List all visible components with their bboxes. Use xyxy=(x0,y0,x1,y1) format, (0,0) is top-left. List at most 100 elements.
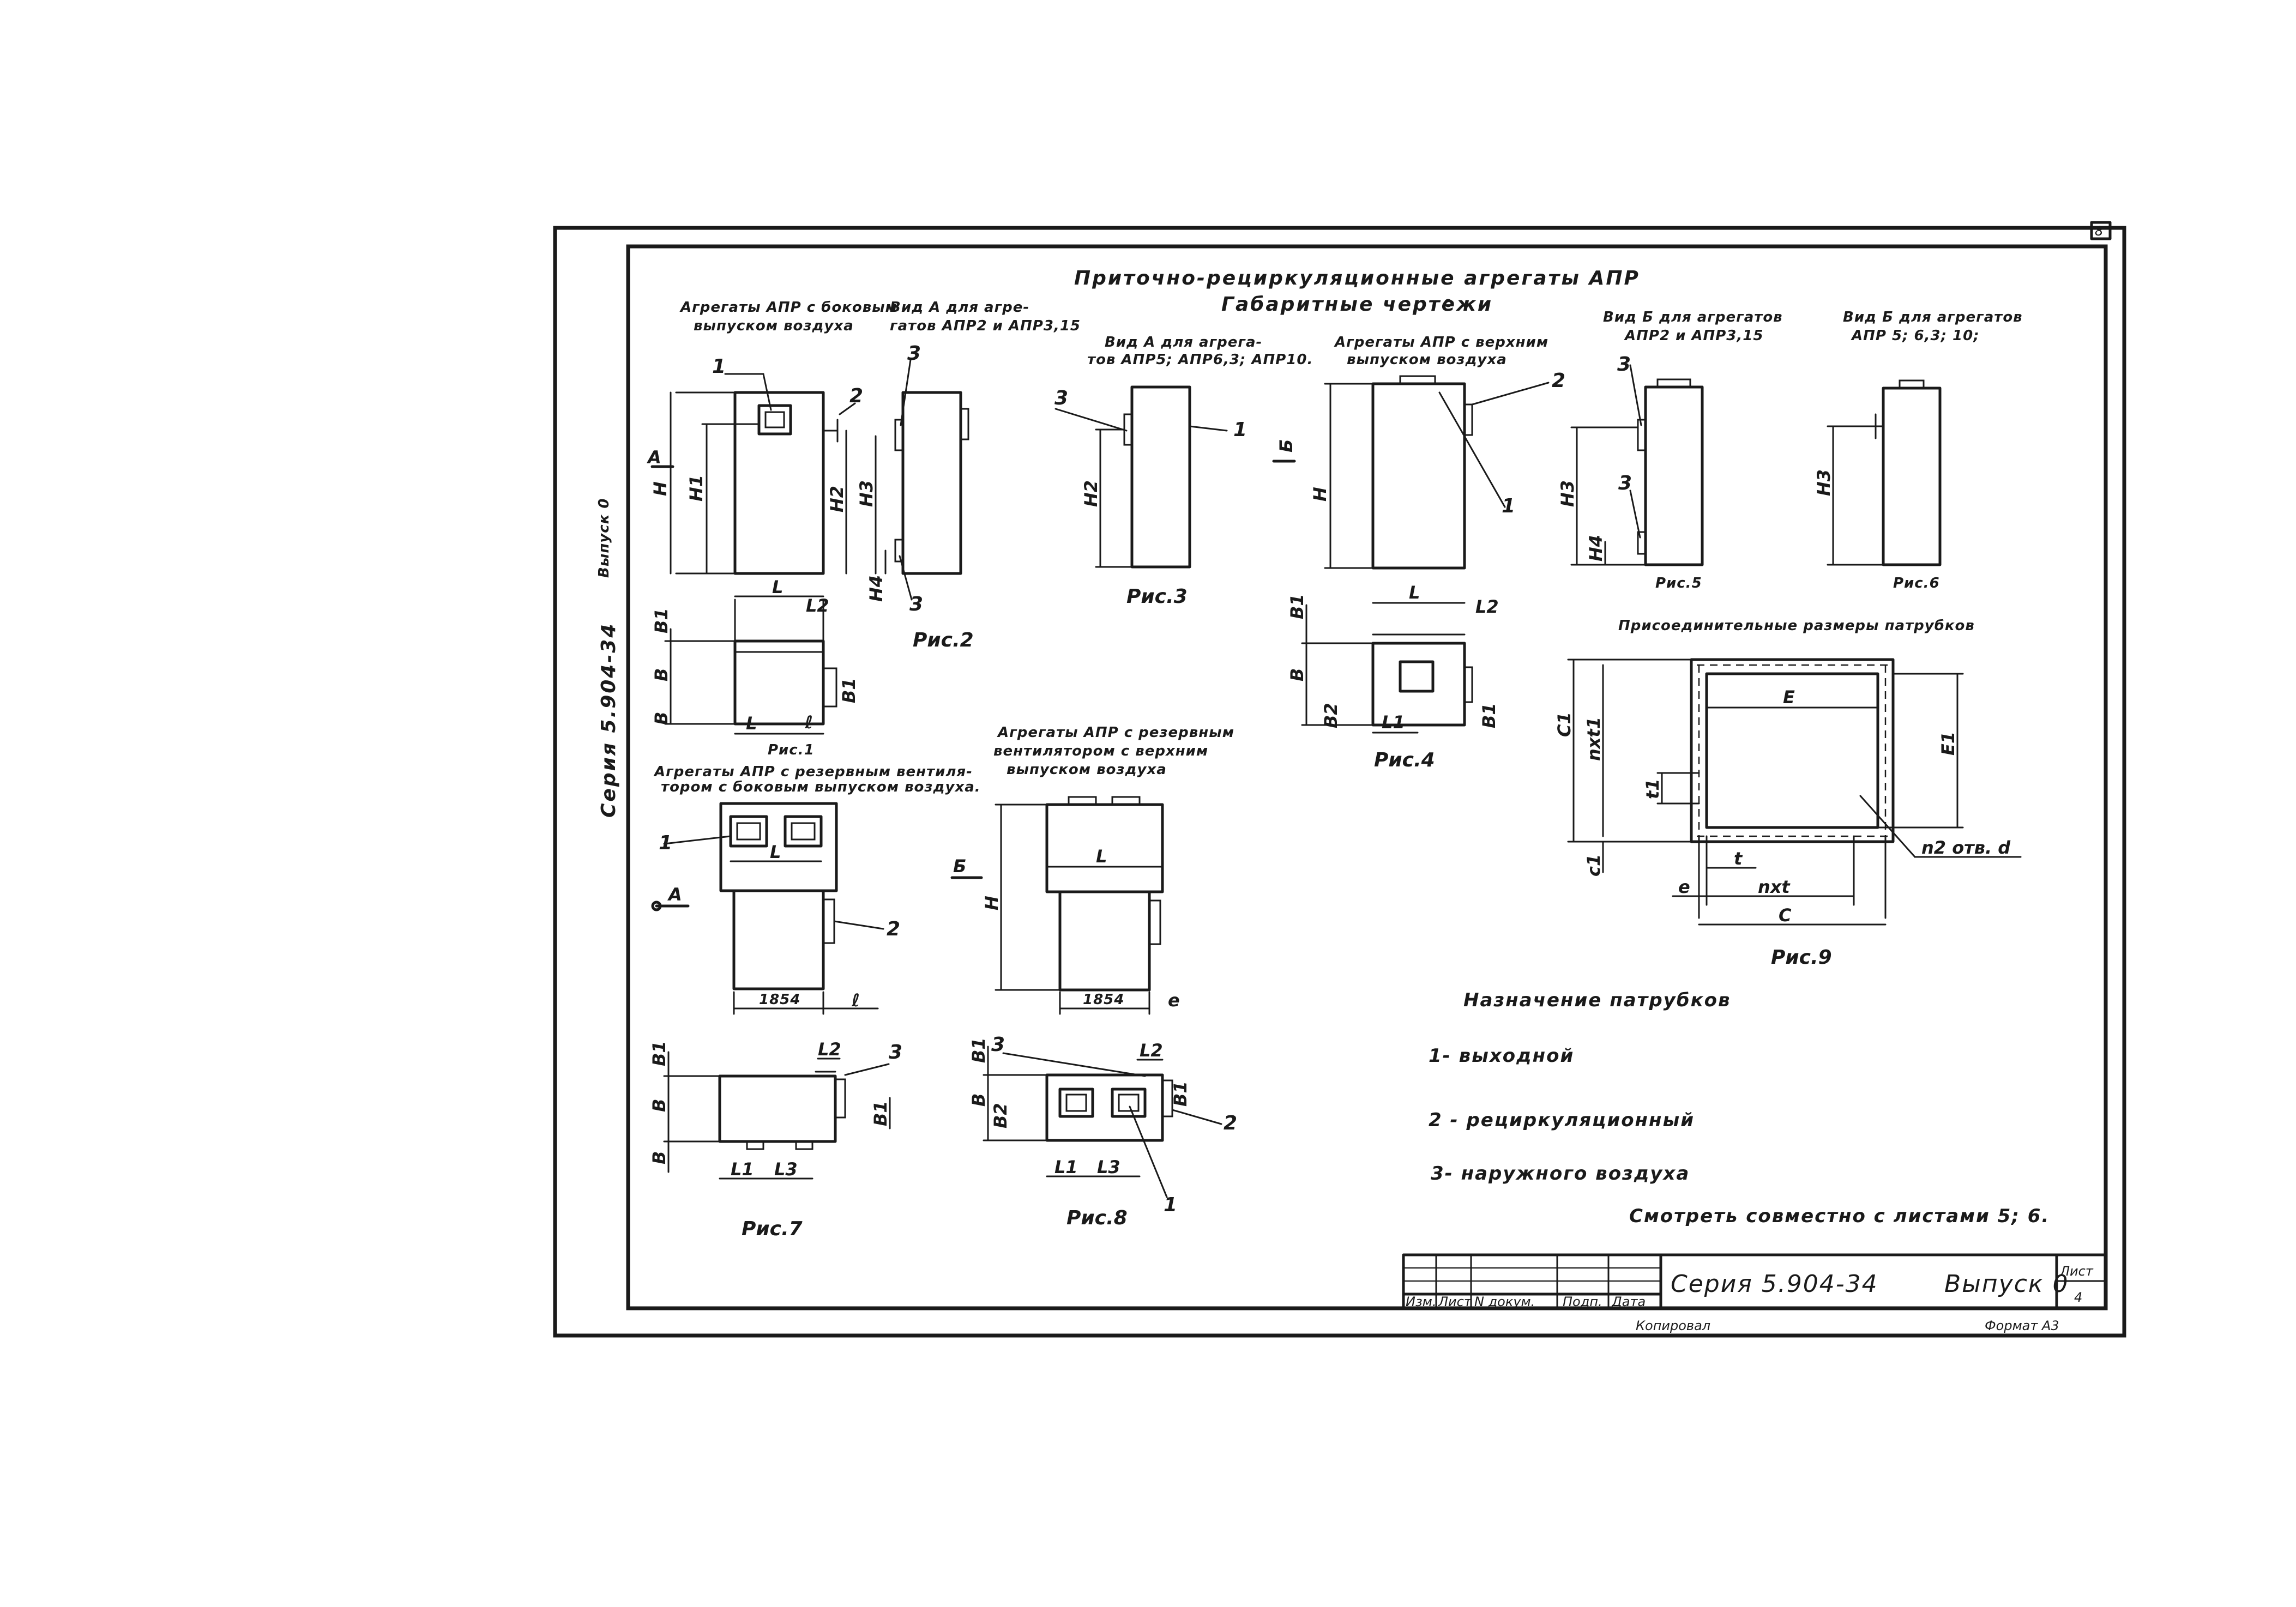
fig6-body xyxy=(1882,386,1942,566)
fig4-plan-pipe xyxy=(1463,666,1473,703)
fig6-top-outlet xyxy=(1899,379,1925,389)
fig3-caption-b: тов АПР5; АПР6,3; АПР10. xyxy=(1087,352,1313,368)
fig4-plan-outlet xyxy=(1399,660,1435,693)
fig2-label-h3: H3 xyxy=(856,480,877,507)
fig8-label-l: L xyxy=(1096,846,1107,867)
tb-col-data: Дата xyxy=(1611,1294,1646,1309)
fig1-label-b1-side: B1 xyxy=(839,678,859,703)
fig8-label-l3: L3 xyxy=(1097,1157,1120,1177)
fig3-label-h2: H2 xyxy=(1081,480,1101,507)
fig6-label: Рис.6 xyxy=(1893,575,1940,591)
fig8-plan-outlet-1-inner xyxy=(1065,1094,1087,1112)
fig9-label-c: C xyxy=(1779,905,1792,926)
tb-format: Формат А3 xyxy=(1985,1318,2059,1333)
fig2-caption-b: гатов АПР2 и АПР3,15 xyxy=(890,318,1081,334)
fig1-caption-b: выпуском воздуха xyxy=(694,318,854,334)
side-series-text: Серия 5.904-34 xyxy=(598,623,620,818)
fig1-callout-2: 2 xyxy=(849,385,863,407)
fig8-plan-pipe xyxy=(1161,1079,1173,1117)
fig1-label-h1: H1 xyxy=(686,475,707,502)
fig3-callout-1: 1 xyxy=(1233,419,1247,441)
tb-col-ndokum: N докум. xyxy=(1474,1294,1535,1309)
fig7-label-l: L xyxy=(770,842,781,862)
fig2-pipe-right xyxy=(960,408,969,440)
side-series-label: Серия 5.904-34 xyxy=(598,623,620,818)
fig1-outlet-1-inner xyxy=(764,411,785,428)
fig8-callout-1: 1 xyxy=(1164,1194,1177,1216)
fig1-label-l2: L2 xyxy=(806,595,829,616)
fig4-label: Рис.4 xyxy=(1374,749,1435,771)
fig4-callout-1: 1 xyxy=(1502,495,1515,517)
fig7-label-b1-side: B1 xyxy=(870,1101,891,1126)
fig8-caption-b: вентилятором с верхним xyxy=(993,743,1208,759)
fig6-label-h3: H3 xyxy=(1813,469,1834,496)
fig8-callout-2: 2 xyxy=(1224,1112,1237,1134)
fig8-side-pipe xyxy=(1148,899,1161,945)
fig9-caption: Присоединительные размеры патрубков xyxy=(1618,618,1975,634)
fig1-label-b1-top: B1 xyxy=(651,608,672,633)
fig5-caption-a: Вид Б для агрегатов xyxy=(1603,309,1783,325)
fig8-caption-a: Агрегаты АПР с резервным xyxy=(997,724,1234,741)
tb-col-izm: Изм. xyxy=(1406,1294,1436,1309)
fig2-caption-a: Вид А для агре- xyxy=(890,299,1029,316)
fig9-flange-outer xyxy=(1690,658,1895,843)
sheet-outer-frame xyxy=(553,226,2126,1338)
legend-item-1: 1- выходной xyxy=(1429,1045,1574,1067)
legend-item-3: 3- наружного воздуха xyxy=(1431,1163,1690,1185)
fig8-label-e: e xyxy=(1168,990,1180,1011)
fig5-body xyxy=(1644,385,1704,566)
fig9-label-nxt: nxt xyxy=(1758,877,1791,897)
fig9-label-e: E xyxy=(1783,687,1795,708)
fig8-label-h: H xyxy=(981,896,1002,910)
legend-item-2: 2 - рециркуляционный xyxy=(1429,1109,1695,1131)
fig4-label-b1-side: B1 xyxy=(1479,703,1499,728)
fig4-label-l2: L2 xyxy=(1475,596,1499,617)
fig7-label-l2: L2 xyxy=(818,1039,841,1060)
fig5-label-h3: H3 xyxy=(1557,480,1578,507)
fig4-label-h: H xyxy=(1310,487,1330,502)
fig3-caption-a: Вид А для агрега- xyxy=(1105,334,1262,351)
fig8-label-b: B xyxy=(968,1094,989,1107)
fig7-outlet-1 xyxy=(729,815,768,848)
fig8-label-b1: B1 xyxy=(968,1037,989,1063)
fig4-label-l: L xyxy=(1409,582,1420,603)
fig7-label-l1: L1 xyxy=(731,1159,754,1180)
fig5-pipe-lower xyxy=(1637,531,1647,555)
fig4-section-b: Б xyxy=(1276,439,1297,452)
fig9-label-nxt1: nxt1 xyxy=(1583,717,1604,761)
fig7-label-b1: B1 xyxy=(649,1041,670,1066)
fig4-callout-2: 2 xyxy=(1552,370,1565,392)
fig8-plan-outlet-2-inner xyxy=(1118,1094,1140,1112)
fig2-pipe-low xyxy=(894,539,904,563)
tb-sheet-number: 4 xyxy=(2074,1290,2082,1305)
fig8-label-1854: 1854 xyxy=(1083,992,1124,1008)
fig9-label-e1: E1 xyxy=(1938,732,1958,756)
fig3-body xyxy=(1130,385,1191,569)
fig6-caption-a: Вид Б для агрегатов xyxy=(1843,309,2023,325)
legend: Назначение патрубков 1- выходной 2 - рец… xyxy=(1429,989,2048,1227)
tb-series: Серия 5.904-34 xyxy=(1671,1270,1878,1298)
sheet-inner-frame xyxy=(626,244,2108,1310)
fig7: Агрегаты АПР с резервным вентиля- тором … xyxy=(649,764,980,1240)
fig7-callout-2: 2 xyxy=(887,918,900,940)
fig8-label-b2: B2 xyxy=(990,1103,1011,1128)
fig1-caption-a: Агрегаты АПР с боковым xyxy=(679,299,897,316)
title-mark xyxy=(1444,299,1453,307)
fig1-label-l: L xyxy=(772,577,783,597)
fig5-label-h4: H4 xyxy=(1586,535,1606,561)
fig7-label-1854: 1854 xyxy=(759,992,800,1008)
fig6: Вид Б для агрегатов АПР 5; 6,3; 10; H3 Р… xyxy=(1813,309,2023,591)
fig1-section-a: А xyxy=(646,447,661,468)
fig5-caption-b: АПР2 и АПР3,15 xyxy=(1624,328,1763,344)
fig4-caption-a: Агрегаты АПР с верхним xyxy=(1334,334,1548,351)
fig7-plan-pipe xyxy=(834,1078,846,1119)
fig1-label-l-plan: L xyxy=(746,713,757,734)
fig1-front-body xyxy=(733,391,825,575)
fig7-label: Рис.7 xyxy=(742,1218,803,1240)
side-issue-label: Выпуск 0 xyxy=(596,498,612,578)
fig9-label-holes: n2 отв. d xyxy=(1921,837,2011,858)
fig2-pipe-left xyxy=(894,419,904,451)
fig7-outlet-2 xyxy=(784,815,823,848)
fig7-callout-1: 1 xyxy=(659,832,672,854)
fig2-callout-3-bottom: 3 xyxy=(909,593,923,615)
